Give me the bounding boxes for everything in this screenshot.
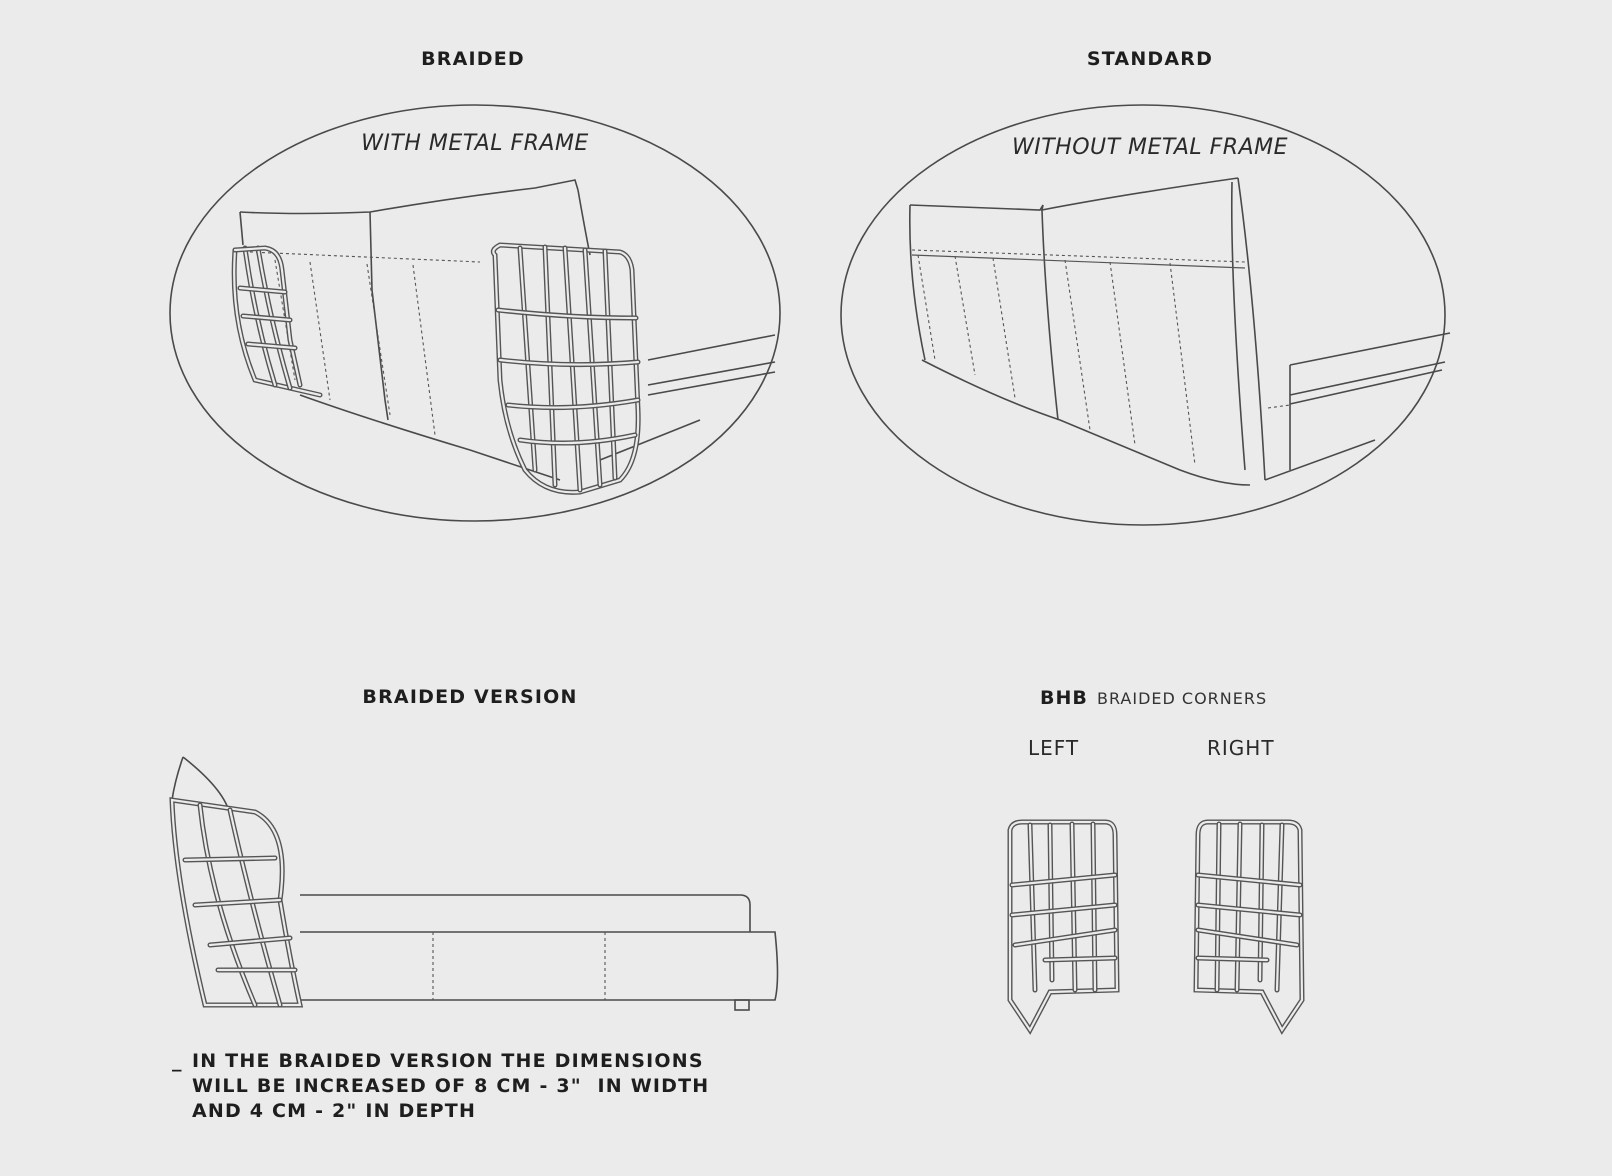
braided-subtitle: WITH METAL FRAME [361, 131, 589, 156]
note-line-1: IN THE BRAIDED VERSION THE DIMENSIONS [192, 1050, 704, 1072]
braided-corner-right-drawing [1193, 819, 1305, 1035]
braided-version-side-view [169, 756, 779, 1011]
corners-title: BRAIDED CORNERS [1096, 689, 1268, 708]
standard-subtitle: WITHOUT METAL FRAME [1011, 135, 1289, 160]
standard-title: STANDARD [1086, 48, 1214, 70]
braided-version-title: BRAIDED VERSION [362, 686, 578, 708]
note-line-2: WILL BE INCREASED OF 8 CM - 3" IN WIDTH [192, 1075, 710, 1097]
corners-code: BHB [1040, 687, 1088, 709]
corner-left-label: LEFT [1028, 736, 1080, 760]
braided-title: BRAIDED [421, 48, 525, 70]
braided-corner-left-drawing [1007, 819, 1120, 1035]
dimension-note: _ IN THE BRAIDED VERSION THE DIMENSIONS … [170, 1049, 709, 1124]
braided-detail-drawing [169, 104, 781, 522]
standard-detail-drawing [840, 104, 1451, 526]
corner-right-label: RIGHT [1207, 736, 1275, 760]
note-bullet: _ [172, 1050, 183, 1072]
corners-heading: BHB BRAIDED CORNERS [1040, 687, 1267, 709]
note-line-3: AND 4 CM - 2" IN DEPTH [192, 1100, 477, 1122]
